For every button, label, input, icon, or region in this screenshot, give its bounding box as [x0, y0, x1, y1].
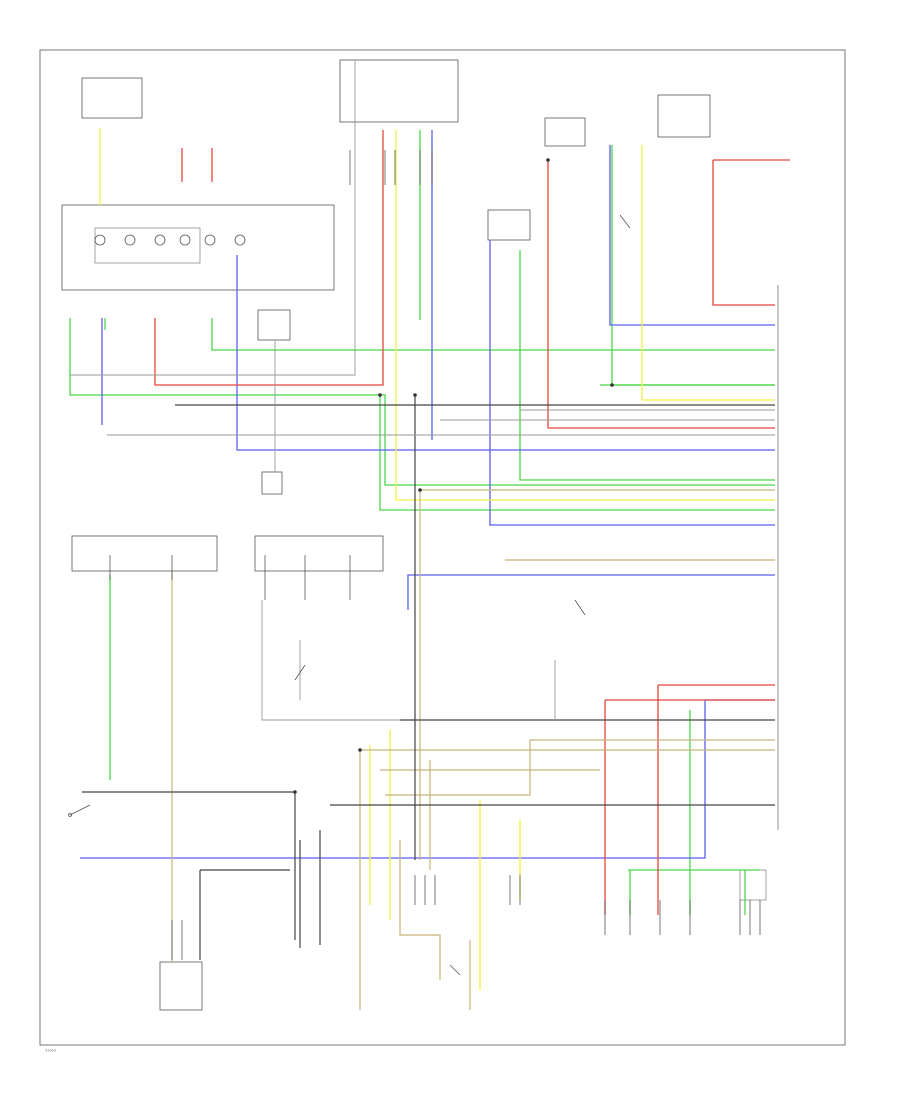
control-unit-terminals	[94, 234, 246, 246]
cruise-control-unit	[61, 204, 335, 291]
wires-tan	[171, 489, 775, 1010]
component-top-left	[81, 77, 143, 119]
brake-switch	[544, 117, 586, 147]
wires-red	[154, 130, 790, 915]
bottom-left-connector	[159, 961, 203, 1011]
diagram-border	[39, 49, 846, 1046]
switch-symbols	[68, 214, 631, 976]
center-fuse-block	[254, 535, 384, 572]
left-fuse-block	[71, 535, 218, 572]
clutch-switch	[487, 209, 531, 241]
wires-yellow	[99, 128, 775, 990]
combination-switch	[339, 59, 459, 123]
relay-box	[257, 309, 291, 341]
control-unit-inner	[94, 227, 201, 264]
sensor-top-right	[657, 94, 711, 138]
wires-gray	[70, 60, 775, 721]
wires-blue	[80, 130, 775, 859]
connector-pins	[109, 150, 761, 960]
diagram-code: ?????	[45, 1048, 57, 1053]
connector-right-small	[739, 869, 767, 901]
fuse-box	[261, 471, 283, 495]
wires-green	[69, 130, 775, 915]
junction-dots	[293, 158, 614, 794]
